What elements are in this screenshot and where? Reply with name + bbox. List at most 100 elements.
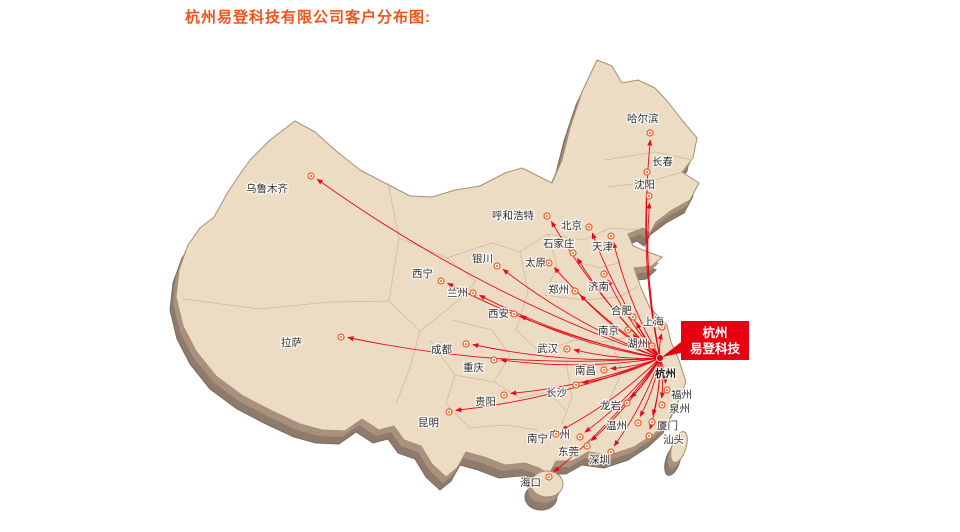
city-label: 郑州 — [548, 283, 569, 296]
city-label: 温州 — [606, 420, 627, 432]
route-line — [553, 267, 661, 359]
cities-layer: 哈尔滨长春沈阳乌鲁木齐呼和浩特北京天津石家庄太原银川西宁兰州郑州济南西安合肥上海… — [245, 111, 694, 491]
city-label: 昆明 — [418, 417, 439, 429]
city-marker-core — [661, 404, 663, 406]
city-marker-core — [493, 359, 495, 361]
route-line — [613, 357, 661, 447]
city-marker-core — [548, 262, 550, 264]
route-line — [646, 139, 661, 359]
city-label: 厦门 — [657, 419, 678, 432]
city-marker-core — [513, 313, 515, 315]
city-marker-core — [448, 411, 450, 413]
city-marker-core — [496, 265, 498, 267]
city-label: 济南 — [588, 280, 609, 293]
city-label: 重庆 — [463, 361, 484, 374]
city-marker-core — [661, 326, 663, 328]
route-line — [573, 348, 661, 359]
city-marker-core — [646, 171, 648, 173]
city-marker-core — [603, 369, 605, 371]
city-label: 上海 — [643, 315, 664, 328]
city-marker-core — [579, 436, 581, 438]
city-marker-core — [310, 175, 312, 177]
route-line — [472, 343, 661, 361]
city-marker-core — [555, 433, 557, 435]
city-label: 汕头 — [663, 434, 684, 446]
city-label: 乌鲁木齐 — [246, 182, 288, 195]
city-label: 成都 — [431, 344, 452, 356]
city-marker-core — [610, 451, 612, 453]
city-marker-core — [627, 329, 629, 331]
city-marker-core — [572, 252, 574, 254]
city-label: 南宁 — [527, 432, 548, 445]
city-label: 泉州 — [669, 402, 690, 415]
city-label: 兰州 — [447, 286, 468, 299]
route-line — [639, 357, 661, 418]
city-marker-core — [610, 235, 612, 237]
city-label: 合肥 — [611, 304, 632, 317]
city-label: 长沙 — [546, 387, 567, 399]
city-marker-core — [588, 226, 590, 228]
city-marker-core — [603, 273, 605, 275]
city-label: 福州 — [671, 388, 692, 401]
city-marker-core — [648, 435, 650, 437]
route-line — [500, 357, 661, 366]
route-line — [502, 268, 661, 359]
city-marker-core — [472, 292, 474, 294]
city-label: 西宁 — [412, 267, 433, 280]
city-label: 北京 — [561, 219, 582, 232]
city-marker-core — [637, 422, 639, 424]
route-line — [584, 357, 661, 433]
city-marker-core — [649, 132, 651, 134]
route-line — [561, 357, 661, 431]
badge-line1: 杭州 — [702, 325, 727, 340]
city-label: 西安 — [488, 307, 509, 320]
city-label: 深圳 — [589, 454, 610, 466]
city-label: 龙岩 — [600, 399, 621, 412]
city-label: 贵阳 — [475, 395, 496, 408]
route-line — [581, 357, 661, 385]
city-label: 银川 — [472, 252, 493, 265]
route-line — [519, 315, 661, 359]
badge-pointer — [662, 342, 681, 357]
city-marker-core — [440, 280, 442, 282]
city-marker-core — [465, 343, 467, 345]
city-label: 武汉 — [537, 342, 558, 355]
city-label: 南昌 — [575, 364, 596, 377]
route-line — [316, 178, 661, 359]
city-marker-core — [632, 316, 634, 318]
route-line — [579, 294, 661, 359]
route-line — [553, 357, 661, 473]
city-label: 石家庄 — [543, 237, 575, 250]
city-marker-core — [586, 445, 588, 447]
city-marker-core — [651, 345, 653, 347]
route-line — [478, 294, 661, 359]
route-line — [455, 357, 661, 413]
badge-line2: 易登科技 — [690, 341, 741, 356]
city-marker-core — [503, 394, 505, 396]
page-title: 杭州易登科技有限公司客户分布图: — [185, 9, 431, 26]
city-marker-core — [575, 384, 577, 386]
city-marker-core — [651, 421, 653, 423]
company-badge: 杭州 易登科技 — [662, 321, 749, 360]
city-label: 广州 — [549, 429, 570, 441]
city-label: 长春 — [652, 156, 673, 168]
city-label: 拉萨 — [281, 336, 302, 349]
city-marker-core — [626, 402, 628, 404]
city-marker-core — [546, 215, 548, 217]
city-label: 呼和浩特 — [492, 210, 534, 222]
city-marker-core — [666, 389, 668, 391]
city-label: 天津 — [592, 241, 613, 253]
city-marker-core — [648, 195, 650, 197]
hub-marker — [656, 354, 664, 362]
city-marker-core — [340, 336, 342, 338]
hub-label: 杭州 — [655, 367, 676, 380]
route-line — [646, 202, 661, 359]
city-label: 南京 — [598, 324, 619, 337]
city-label: 哈尔滨 — [627, 112, 659, 125]
city-label: 湖州 — [627, 338, 648, 350]
city-label: 太原 — [525, 256, 546, 269]
badge-background — [681, 321, 749, 360]
city-marker-core — [574, 290, 576, 292]
